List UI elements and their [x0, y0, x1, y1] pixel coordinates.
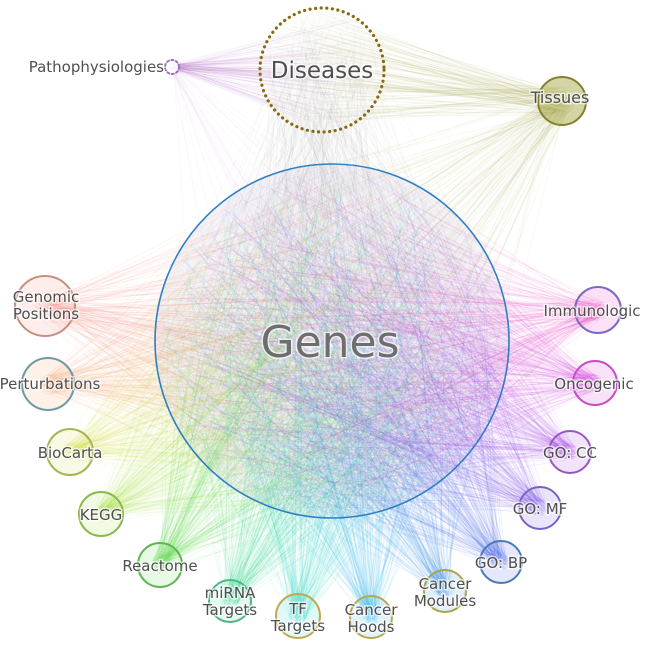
fan-mirna_targets-to-genes: [162, 176, 501, 609]
fan-go_mf-to-genes: [160, 171, 549, 517]
label-tissues: Tissues: [530, 88, 590, 107]
node-reactome[interactable]: [137, 542, 183, 588]
node-go-bp[interactable]: [479, 540, 523, 584]
fan-tf_targets-to-genes: [177, 174, 501, 625]
label-oncogenic: Oncogenic: [554, 375, 633, 393]
genes-circle-fill: [155, 164, 509, 518]
label-reactome: Reactome: [122, 557, 197, 575]
edge-fans: [32, 11, 609, 625]
fan-genomic_positions-to-genes: [32, 175, 502, 505]
label-genes: Genes: [260, 317, 399, 368]
fan-biocarta-to-genes: [61, 184, 495, 504]
fan-cancer_hoods-to-genes: [161, 176, 506, 625]
node-kegg[interactable]: [78, 491, 124, 537]
node-perturbations[interactable]: [21, 357, 75, 411]
label-go-mf: GO: MF: [513, 500, 568, 518]
node-cancer-hoods[interactable]: [349, 595, 393, 639]
node-immunologic[interactable]: [574, 286, 622, 334]
fan-diseases-to-genes: [167, 13, 503, 515]
label-diseases: Diseases: [271, 58, 373, 84]
fan-tissues-to-diseases: [272, 11, 576, 123]
label-kegg: KEGG: [80, 506, 123, 524]
fan-pathophysiologies-to-diseases: [168, 19, 373, 124]
node-diseases[interactable]: [258, 6, 386, 134]
node-genomic-positions[interactable]: [14, 275, 76, 337]
node-cancer-modules[interactable]: [423, 569, 467, 613]
fan-oncogenic-to-genes: [163, 173, 603, 501]
label-immunologic: Immunologic: [543, 302, 640, 320]
fan-perturbations-to-genes: [37, 169, 483, 506]
label-go-bp: GO: BP: [475, 554, 527, 572]
node-go-cc[interactable]: [548, 430, 592, 474]
node-pathophysiologies[interactable]: [164, 59, 180, 75]
node-biocarta[interactable]: [46, 428, 94, 476]
node-tf-targets[interactable]: [275, 593, 321, 639]
node-mirna-targets[interactable]: [208, 579, 252, 623]
fan-pathophysiologies-to-genes: [168, 63, 460, 472]
fan-immunologic-to-genes: [169, 171, 609, 498]
label-pathophysiologies: Pathophysiologies: [29, 58, 164, 76]
fan-cancer_modules-to-genes: [159, 174, 502, 600]
label-go-cc: GO: CC: [543, 444, 597, 462]
fan-go_bp-to-genes: [158, 180, 510, 570]
fan-go_cc-to-genes: [187, 178, 579, 501]
label-perturbations: Perturbations: [0, 375, 101, 393]
fan-kegg-to-genes: [92, 170, 485, 523]
node-genes[interactable]: [154, 163, 510, 519]
label-biocarta: BioCarta: [38, 444, 103, 462]
fan-tissues-to-genes: [159, 87, 577, 510]
node-go-mf[interactable]: [518, 486, 562, 530]
node-oncogenic[interactable]: [572, 360, 618, 406]
node-tissues[interactable]: [537, 76, 587, 126]
fan-reactome-to-genes: [151, 170, 480, 574]
